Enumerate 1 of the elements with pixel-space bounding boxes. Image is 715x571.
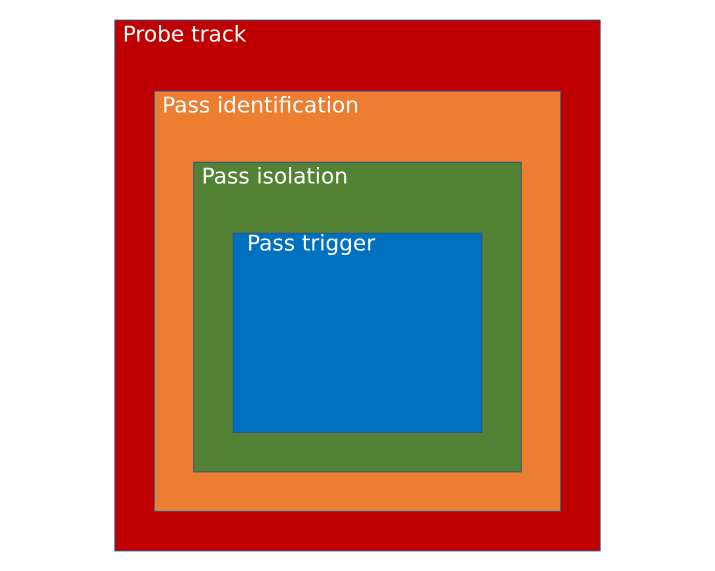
- node-box: Pass trigger: [232, 232, 482, 433]
